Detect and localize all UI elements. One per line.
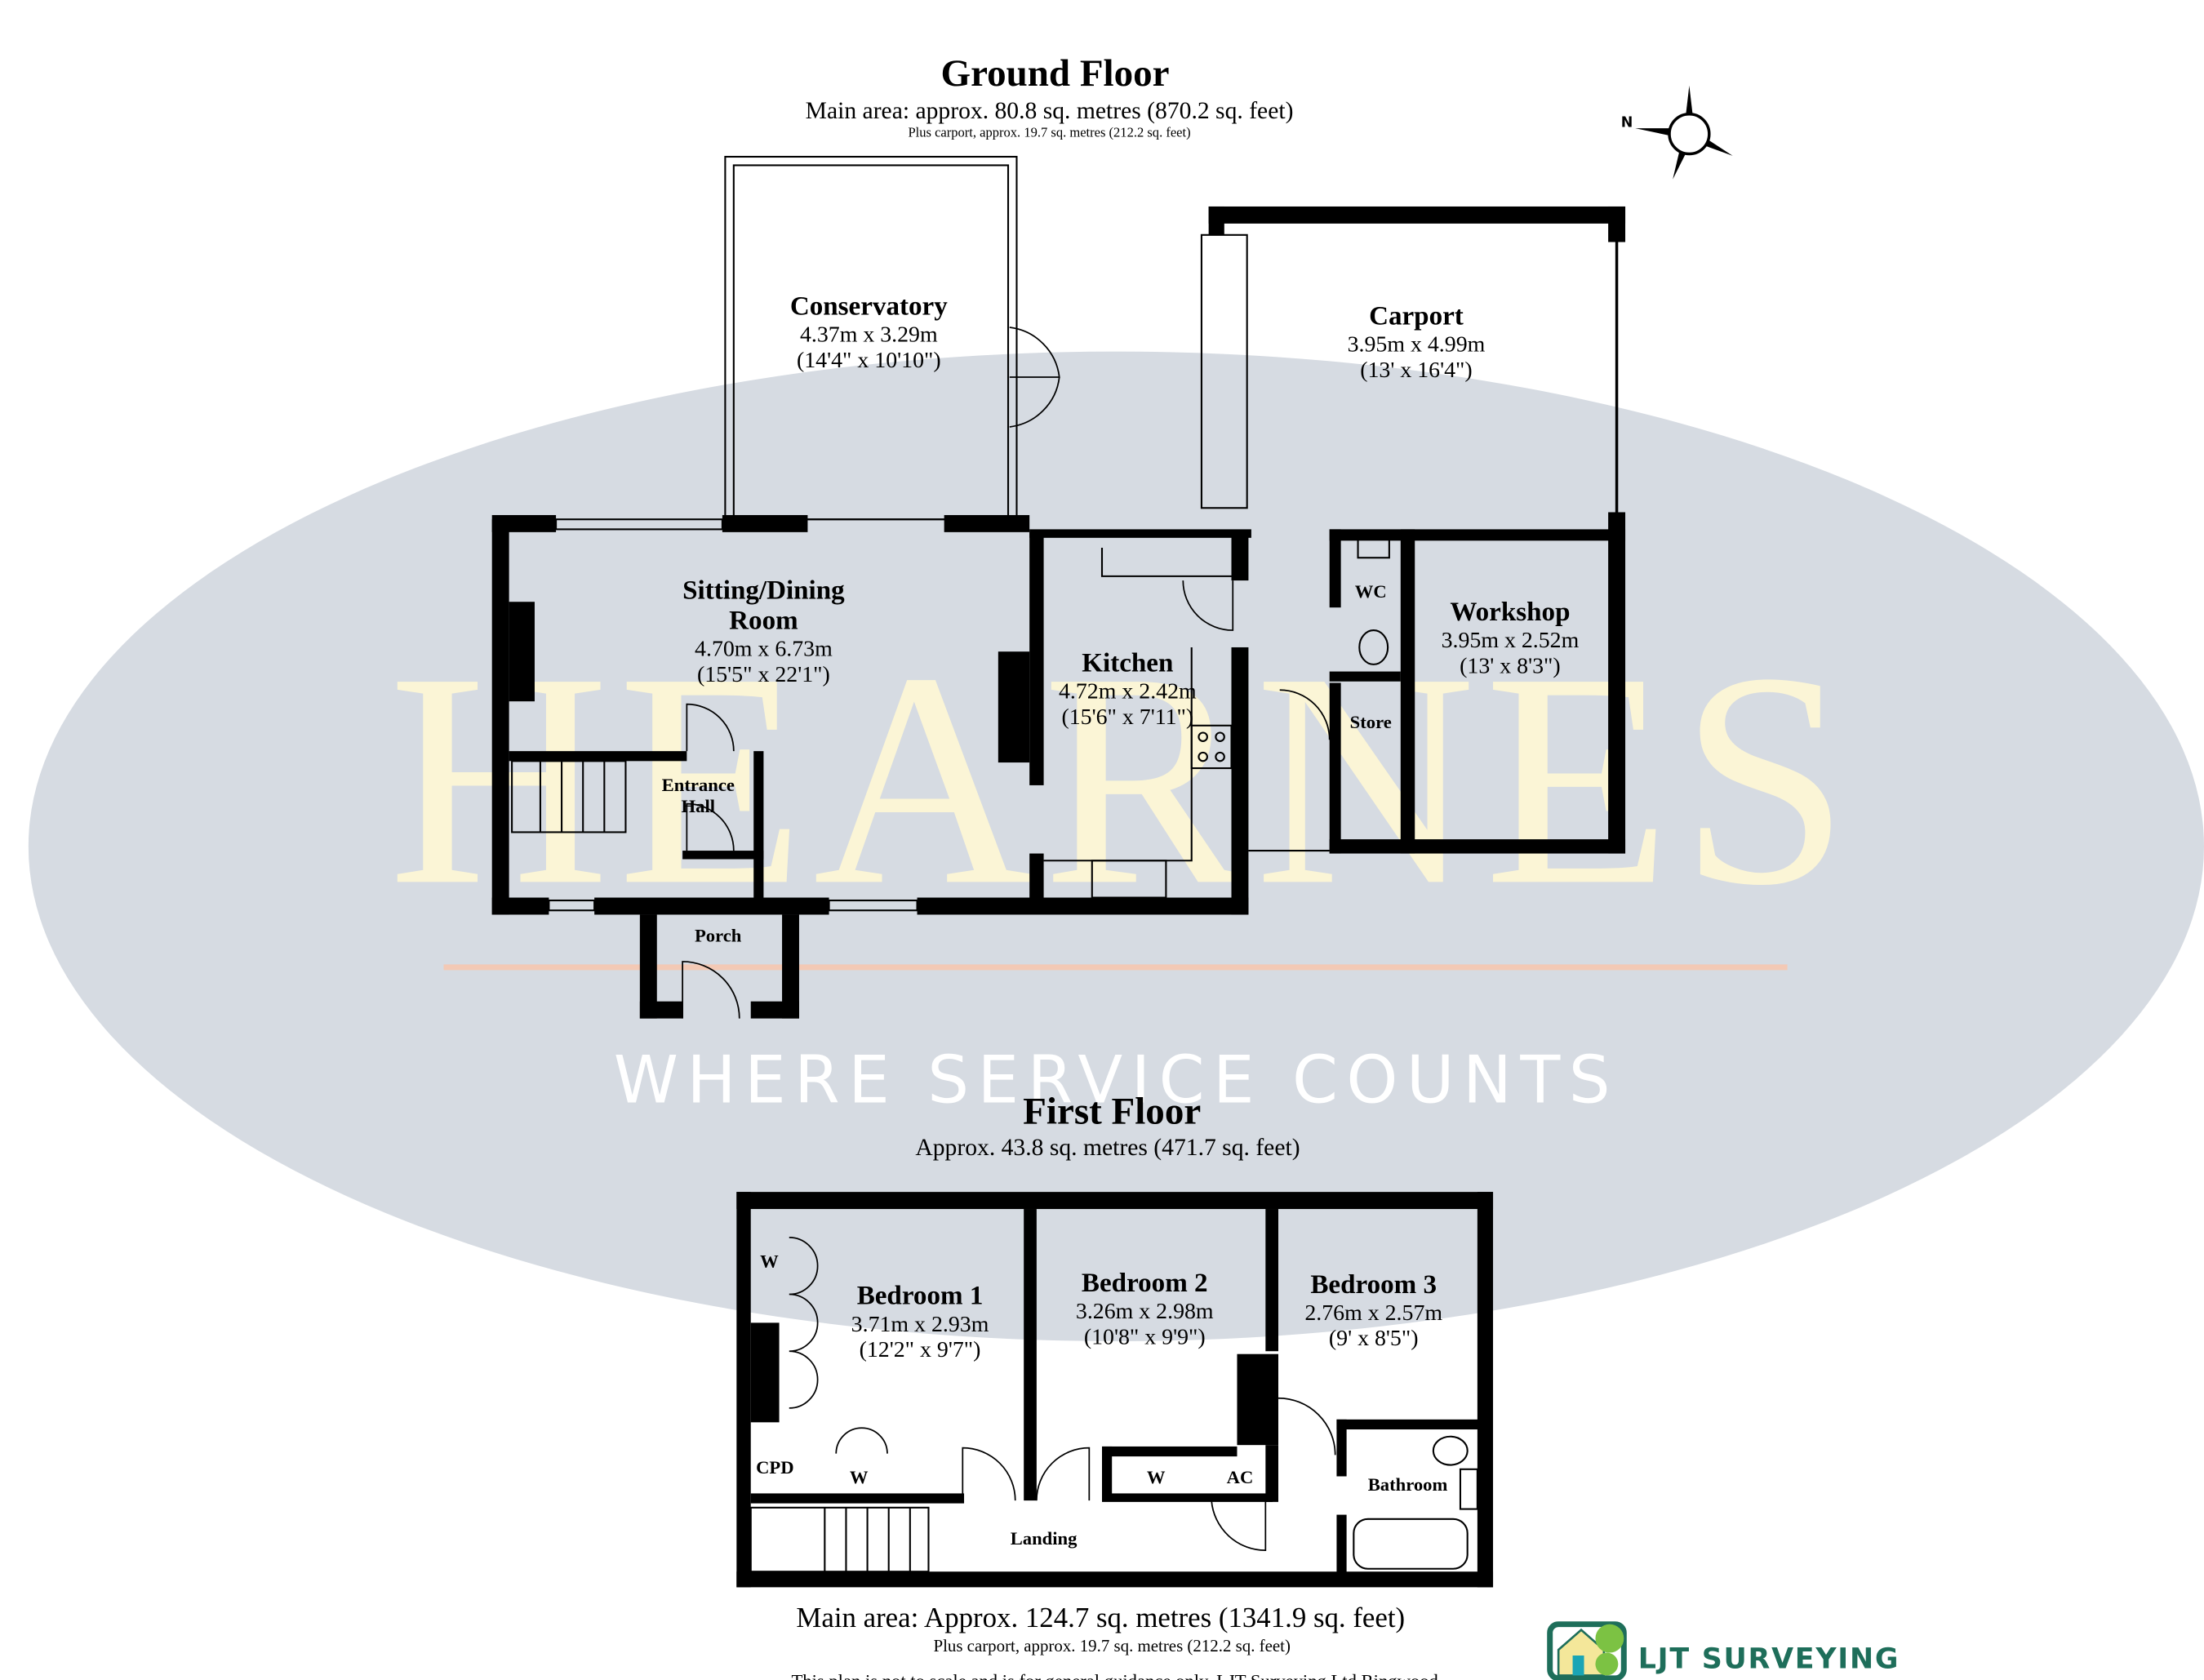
room-sitting-dining-imperial: (15'5" x 22'1") xyxy=(697,662,830,687)
wardrobe-label-bedroom-2: W xyxy=(1147,1467,1166,1487)
room-carport-imperial: (13' x 16'4") xyxy=(1360,358,1472,383)
wardrobe-label-bedroom-1: W xyxy=(760,1251,779,1271)
room-ac-name: AC xyxy=(1227,1467,1254,1487)
room-workshop-metric: 3.95m x 2.52m xyxy=(1442,628,1580,653)
watermark-tagline: WHERE SERVICE COUNTS xyxy=(614,1042,1619,1118)
total-carport-note: Plus carport, approx. 19.7 sq. metres (2… xyxy=(933,1636,1290,1656)
ground-floor-area: Main area: approx. 80.8 sq. metres (870.… xyxy=(806,98,1294,124)
total-area: Main area: Approx. 124.7 sq. metres (134… xyxy=(796,1602,1405,1633)
room-bedroom-1-name: Bedroom 1 xyxy=(857,1282,984,1311)
room-landing-name: Landing xyxy=(1011,1528,1078,1549)
room-workshop-imperial: (13' x 8'3") xyxy=(1460,653,1561,678)
room-entrance-hall-name-1: Entrance xyxy=(662,775,735,795)
ljt-surveying-logo: LJT SURVEYING xyxy=(1547,1621,1900,1680)
room-kitchen-name: Kitchen xyxy=(1082,649,1173,678)
room-bedroom-2-metric: 3.26m x 2.98m xyxy=(1076,1299,1214,1324)
watermark: HEARNES WHERE SERVICE COUNTS xyxy=(28,351,2204,1342)
room-kitchen-metric: 4.72m x 2.42m xyxy=(1059,679,1197,704)
disclaimer: This plan is not to scale and is for gen… xyxy=(791,1670,1438,1680)
ground-floor-plan xyxy=(491,155,1626,1019)
wardrobe-label-cpd: W xyxy=(850,1467,869,1487)
first-floor-title: First Floor xyxy=(1023,1091,1201,1133)
watermark-line xyxy=(443,964,1788,971)
room-carport-name: Carport xyxy=(1369,302,1464,331)
room-conservatory-imperial: (14'4" x 10'10") xyxy=(797,348,941,373)
room-porch-name: Porch xyxy=(695,926,742,946)
first-floor-plan xyxy=(736,1192,1494,1588)
room-entrance-hall-name-2: Hall xyxy=(682,796,715,816)
room-workshop-name: Workshop xyxy=(1450,598,1570,627)
room-bedroom-1-metric: 3.71m x 2.93m xyxy=(851,1312,989,1337)
room-bathroom-name: Bathroom xyxy=(1368,1474,1448,1495)
room-conservatory-name: Conservatory xyxy=(790,291,948,321)
room-bedroom-3-metric: 2.76m x 2.57m xyxy=(1304,1300,1442,1326)
stairs xyxy=(511,760,627,833)
room-conservatory-metric: 4.37m x 3.29m xyxy=(800,322,938,347)
watermark-brand: HEARNES xyxy=(389,610,1858,949)
room-sitting-dining-name-2: Room xyxy=(729,606,798,635)
watermark-ellipse xyxy=(28,351,2204,1342)
room-bedroom-2-name: Bedroom 2 xyxy=(1082,1269,1208,1298)
compass-north-label: N xyxy=(1621,114,1633,131)
room-carport-metric: 3.95m x 4.99m xyxy=(1348,332,1486,358)
room-bedroom-3-imperial: (9' x 8'5") xyxy=(1329,1326,1419,1351)
room-wc-name: WC xyxy=(1355,581,1387,602)
room-bedroom-3-name: Bedroom 3 xyxy=(1310,1270,1437,1300)
room-cpd-name: CPD xyxy=(756,1457,794,1478)
room-kitchen-imperial: (15'6" x 7'11") xyxy=(1061,704,1193,730)
logo-text: LJT SURVEYING xyxy=(1638,1643,1900,1676)
room-bedroom-2-imperial: (10'8" x 9'9") xyxy=(1084,1325,1206,1350)
compass-icon: N xyxy=(1621,85,1733,180)
room-sitting-dining-metric: 4.70m x 6.73m xyxy=(695,636,833,661)
room-bedroom-1-imperial: (12'2" x 9'7") xyxy=(860,1337,981,1362)
room-store-name: Store xyxy=(1350,712,1392,732)
ground-floor-carport-note: Plus carport, approx. 19.7 sq. metres (2… xyxy=(908,125,1190,140)
room-sitting-dining-name-1: Sitting/Dining xyxy=(682,576,845,606)
first-floor-area: Approx. 43.8 sq. metres (471.7 sq. feet) xyxy=(915,1135,1300,1161)
ground-floor-title: Ground Floor xyxy=(941,52,1170,95)
